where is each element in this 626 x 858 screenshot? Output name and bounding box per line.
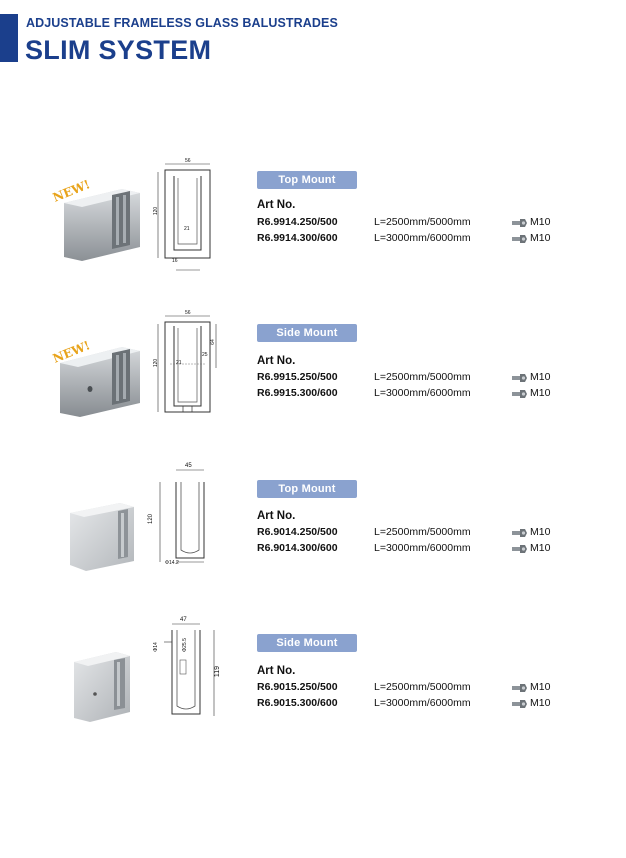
spec-row: R6.9014.250/500 L=2500mm/5000mm M10 xyxy=(257,526,587,541)
cross-section-drawing xyxy=(159,469,205,563)
art-no-label: Art No. xyxy=(257,199,296,211)
dim-height: 119 xyxy=(214,665,222,678)
product-photo xyxy=(64,189,140,261)
product-photo xyxy=(74,652,130,722)
dim-height: 120 xyxy=(153,206,160,216)
product-photo xyxy=(60,347,140,417)
dim-width: 47 xyxy=(180,617,187,623)
product-photo xyxy=(70,503,134,571)
dim-height: 120 xyxy=(153,358,160,368)
cross-section-drawing xyxy=(164,623,215,716)
article-code: R6.9915.250/500 xyxy=(257,371,338,383)
bolt-icon xyxy=(512,374,527,382)
product-section-9915: NEW! 56 120 64 21 25 Side Mount Art No. … xyxy=(0,305,626,455)
spec-row: R6.9015.250/500 L=2500mm/5000mm M10 xyxy=(257,681,587,696)
product-section-9014: 45 120 Φ14.2 Top Mount Art No. R6.9014.2… xyxy=(0,460,626,610)
length-spec: L=2500mm/5000mm xyxy=(374,526,471,538)
subtitle-part-1: ADJUSTABLE xyxy=(26,16,111,30)
length-spec: L=3000mm/6000mm xyxy=(374,542,471,554)
length-spec: L=3000mm/6000mm xyxy=(374,232,471,244)
dim-height: 120 xyxy=(148,513,155,525)
dim-side: 64 xyxy=(209,339,216,345)
article-code: R6.9014.300/600 xyxy=(257,542,338,554)
product-section-9015: 47 119 Φ14 Φ25.5 Side Mount Art No. R6.9… xyxy=(0,614,626,764)
subtitle-part-2: FRAMELESS GLASS BALUSTRADES xyxy=(113,16,338,30)
dim-hole: Φ14.2 xyxy=(165,560,179,566)
bolt-size: M10 xyxy=(530,681,551,693)
dim-width: 56 xyxy=(185,158,191,164)
cross-section-drawing xyxy=(157,315,217,413)
art-no-label: Art No. xyxy=(257,665,296,677)
spec-row: R6.9915.300/600 L=3000mm/6000mm M10 xyxy=(257,387,587,402)
length-spec: L=3000mm/6000mm xyxy=(374,387,471,399)
bolt-size: M10 xyxy=(530,371,551,383)
dim-hole-b: Φ25.5 xyxy=(181,638,188,652)
bolt-size: M10 xyxy=(530,697,551,709)
bolt-icon xyxy=(512,390,527,398)
article-code: R6.9914.250/500 xyxy=(257,216,338,228)
spec-row: R6.9915.250/500 L=2500mm/5000mm M10 xyxy=(257,371,587,386)
spec-row: R6.9914.250/500 L=2500mm/5000mm M10 xyxy=(257,216,587,231)
bolt-size: M10 xyxy=(530,216,551,228)
bolt-icon xyxy=(512,235,527,243)
article-code: R6.9914.300/600 xyxy=(257,232,338,244)
dim-gap: 21 xyxy=(176,360,182,366)
dim-base: 16 xyxy=(172,258,178,264)
spec-row: R6.9015.300/600 L=3000mm/6000mm M10 xyxy=(257,697,587,712)
catalog-title: SLIM SYSTEM xyxy=(25,35,212,65)
bolt-icon xyxy=(512,545,527,553)
article-code: R6.9915.300/600 xyxy=(257,387,338,399)
mount-type-badge: Side Mount xyxy=(257,324,357,342)
art-no-label: Art No. xyxy=(257,510,296,522)
mount-type-badge: Top Mount xyxy=(257,480,357,498)
product-section-9914: NEW! 56 120 21 16 Top Mount Art No. R6.9… xyxy=(0,150,626,300)
dim-width: 45 xyxy=(185,463,192,469)
length-spec: L=2500mm/5000mm xyxy=(374,216,471,228)
catalog-subtitle: ADJUSTABLE FRAMELESS GLASS BALUSTRADES xyxy=(26,16,338,30)
cross-section-drawing xyxy=(157,163,211,271)
bolt-size: M10 xyxy=(530,232,551,244)
dim-hole-a: Φ14 xyxy=(152,642,159,652)
dim-width: 56 xyxy=(185,310,191,316)
bolt-size: M10 xyxy=(530,387,551,399)
spec-row: R6.9914.300/600 L=3000mm/6000mm M10 xyxy=(257,232,587,247)
length-spec: L=2500mm/5000mm xyxy=(374,681,471,693)
mount-type-badge: Top Mount xyxy=(257,171,357,189)
bolt-icon xyxy=(512,684,527,692)
length-spec: L=2500mm/5000mm xyxy=(374,371,471,383)
bolt-icon xyxy=(512,700,527,708)
bolt-size: M10 xyxy=(530,526,551,538)
art-no-label: Art No. xyxy=(257,355,296,367)
mount-type-badge: Side Mount xyxy=(257,634,357,652)
length-spec: L=3000mm/6000mm xyxy=(374,697,471,709)
dim-gap: 21 xyxy=(184,226,190,232)
bolt-size: M10 xyxy=(530,542,551,554)
article-code: R6.9015.300/600 xyxy=(257,697,338,709)
header-accent-bar xyxy=(0,14,18,62)
spec-row: R6.9014.300/600 L=3000mm/6000mm M10 xyxy=(257,542,587,557)
article-code: R6.9015.250/500 xyxy=(257,681,338,693)
bolt-icon xyxy=(512,529,527,537)
dim-slot: 25 xyxy=(202,352,208,358)
article-code: R6.9014.250/500 xyxy=(257,526,338,538)
bolt-icon xyxy=(512,219,527,227)
